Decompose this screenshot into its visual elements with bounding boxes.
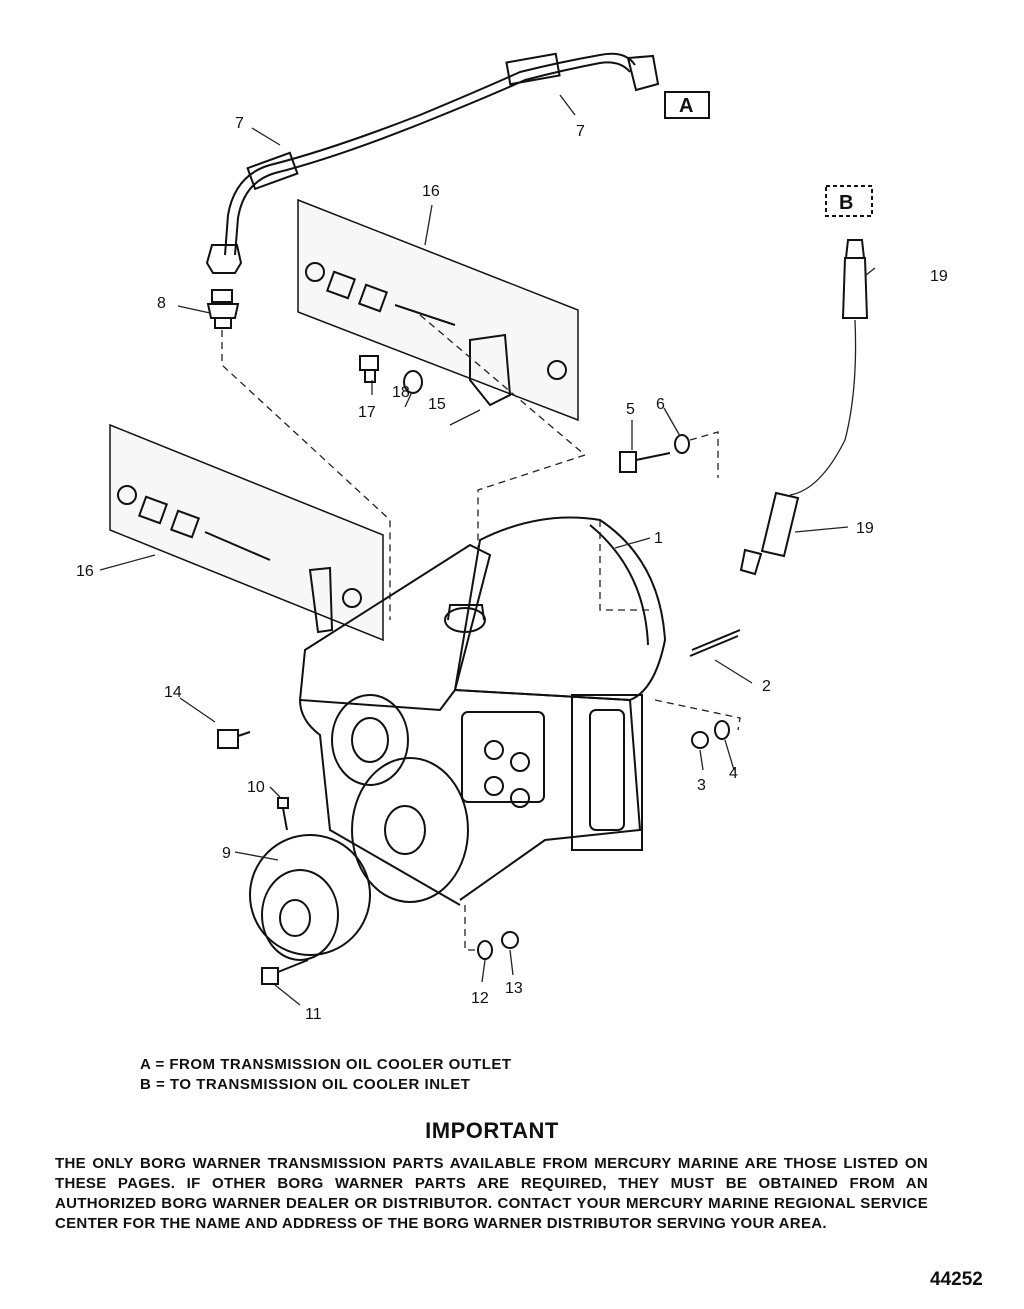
legend-b: B = TO TRANSMISSION OIL COOLER INLET <box>140 1076 471 1093</box>
washer-12 <box>477 940 493 960</box>
callout-5: 5 <box>626 401 635 418</box>
callout-18: 18 <box>392 384 410 401</box>
stud-2 <box>689 629 741 657</box>
drive-coupling-9 <box>249 834 371 961</box>
routing-lines <box>221 314 650 620</box>
figure-number: 44252 <box>930 1269 983 1290</box>
callout-13: 13 <box>505 980 523 997</box>
bolt-11 <box>261 959 309 985</box>
box-label-a: A <box>664 91 710 119</box>
shift-bracket-kit-panel-lower <box>109 423 384 642</box>
callout-4: 4 <box>729 765 738 782</box>
transmission-housing <box>298 516 667 906</box>
washer-18 <box>403 370 423 394</box>
important-notice: THE ONLY BORG WARNER TRANSMISSION PARTS … <box>55 1155 928 1232</box>
callout-6: 6 <box>656 396 665 413</box>
callout-19a: 19 <box>930 268 948 285</box>
callout-19b: 19 <box>856 520 874 537</box>
washer-6 <box>674 434 690 454</box>
shift-bracket-kit-panel-upper <box>297 198 579 422</box>
important-title: IMPORTANT <box>425 1118 559 1143</box>
box-a-text: A <box>679 95 693 117</box>
callout-12: 12 <box>471 990 489 1007</box>
callout-14: 14 <box>164 684 182 701</box>
washer-4 <box>714 720 730 740</box>
callout-16a: 16 <box>422 183 440 200</box>
callout-8: 8 <box>157 295 166 312</box>
bolt-10 <box>277 797 289 831</box>
callout-7b: 7 <box>576 123 585 140</box>
callout-17: 17 <box>358 404 376 421</box>
callout-3: 3 <box>697 777 706 794</box>
callout-1: 1 <box>654 530 663 547</box>
nut-13 <box>501 931 519 949</box>
bolt-17 <box>359 355 379 383</box>
oil-cooler-hose-b <box>739 239 869 576</box>
callout-labels: 7 7 16 19 8 17 18 15 5 6 19 1 16 2 14 3 … <box>76 115 948 1023</box>
leader-lines <box>99 94 876 1006</box>
callout-2: 2 <box>762 678 771 695</box>
oil-cooler-hose <box>205 52 660 274</box>
callout-11: 11 <box>305 1006 322 1023</box>
callout-7a: 7 <box>235 115 244 132</box>
transmission-exploded-diagram: 7 7 16 19 8 17 18 15 5 6 19 1 16 2 14 3 … <box>76 52 948 1023</box>
callout-10: 10 <box>247 779 265 796</box>
callout-16b: 16 <box>76 563 94 580</box>
legend-a: A = FROM TRANSMISSION OIL COOLER OUTLET <box>140 1056 512 1073</box>
box-b-text: B <box>839 192 853 214</box>
box-label-b: B <box>825 185 873 217</box>
callout-9: 9 <box>222 845 231 862</box>
bolt-5 <box>619 451 671 473</box>
sender-14 <box>217 729 251 749</box>
callout-15: 15 <box>428 396 446 413</box>
nut-3 <box>691 731 709 749</box>
fitting-8 <box>206 289 240 329</box>
